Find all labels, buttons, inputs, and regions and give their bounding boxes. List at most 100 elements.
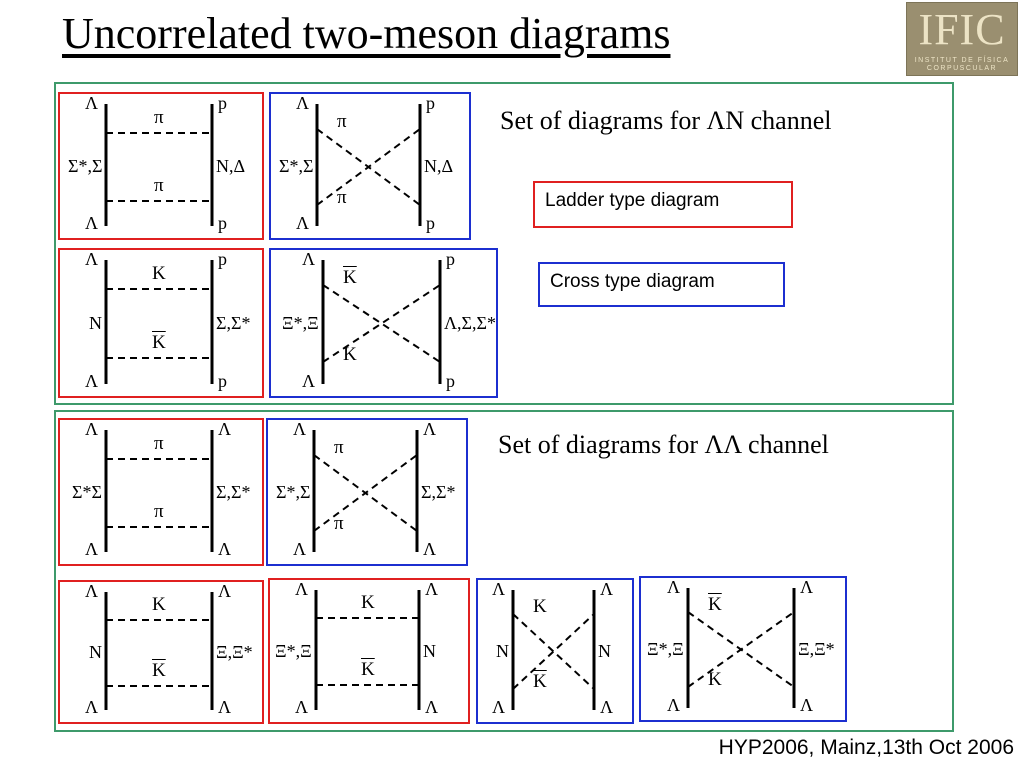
label-ml: Σ*,Σ — [68, 156, 103, 176]
label-br: Λ — [423, 539, 437, 559]
label-tl: Λ — [667, 577, 681, 597]
label-bl: Λ — [85, 213, 99, 233]
diagram-lines — [314, 590, 421, 710]
label-br: Λ — [600, 697, 614, 717]
label-bl: Λ — [296, 213, 310, 233]
label-e1: π — [154, 433, 164, 454]
diagram-lines — [315, 104, 422, 226]
label-e2: π — [334, 513, 344, 534]
label-mr: Σ,Σ* — [216, 313, 251, 333]
label-bl: Λ — [85, 697, 99, 717]
label-bl: Λ — [295, 697, 309, 717]
meson-line-cross-a — [322, 284, 441, 363]
diagram-lines — [321, 260, 442, 384]
label-tr: Λ — [218, 419, 232, 439]
label-ml: Σ*Σ — [72, 482, 102, 502]
label-ml: Ξ*,Ξ — [282, 313, 319, 333]
label-mr: Σ,Σ* — [421, 482, 456, 502]
diagram-lines — [104, 430, 214, 552]
label-tl: Λ — [85, 581, 99, 601]
logo-sub-text: INSTITUT DE FÍSICA CORPUSCULAR — [914, 57, 1010, 72]
label-e1: K — [533, 596, 547, 617]
label-bl: Λ — [302, 371, 316, 391]
label-tr: p — [218, 93, 227, 113]
label-mr: N,Δ — [216, 156, 246, 176]
label-mr: N,Δ — [424, 156, 454, 176]
label-tl: Λ — [85, 249, 99, 269]
label-tr: Λ — [218, 581, 232, 601]
label-mr: Λ,Σ,Σ* — [444, 313, 497, 333]
label-e1: π — [334, 437, 344, 458]
label-mr: N — [598, 641, 611, 661]
label-e1: K — [152, 594, 166, 615]
label-tr: Λ — [800, 577, 814, 597]
label-e1: K — [152, 263, 166, 284]
label-ml: Σ*,Σ — [279, 156, 314, 176]
label-e2: π — [154, 501, 164, 522]
label-e1: K — [343, 267, 357, 288]
label-tl: Λ — [296, 93, 310, 113]
label-e1: K — [361, 592, 375, 613]
label-bl: Λ — [293, 539, 307, 559]
meson-line-cross-b — [512, 613, 595, 690]
label-bl: Λ — [667, 695, 681, 715]
label-tr: p — [446, 249, 455, 269]
label-bl: Λ — [85, 371, 99, 391]
panel-lambda-lambda — [54, 410, 954, 732]
heading-lambda-lambda: Set of diagrams for ΛΛ channel — [498, 430, 829, 459]
label-br: Λ — [425, 697, 439, 717]
label-br: p — [218, 213, 227, 233]
label-tr: Λ — [423, 419, 437, 439]
label-mr: N — [423, 641, 436, 661]
legend-ladder: Ladder type diagram — [533, 181, 793, 228]
page-title: Uncorrelated two-meson diagrams — [62, 9, 671, 58]
label-tl: Λ — [295, 579, 309, 599]
diagram-lines — [104, 260, 214, 384]
label-e2: π — [337, 187, 347, 208]
label-ml: Ξ*,Ξ — [647, 639, 684, 659]
label-tr: Λ — [425, 579, 439, 599]
label-tl: Λ — [302, 249, 316, 269]
label-mr: Ξ,Ξ* — [798, 639, 835, 659]
label-tr: p — [426, 93, 435, 113]
label-e2: K — [708, 669, 722, 690]
label-mr: Σ,Σ* — [216, 482, 251, 502]
label-tr: Λ — [600, 579, 614, 599]
diagram-lines — [511, 590, 596, 710]
panel-lambda-n — [54, 82, 954, 405]
label-tl: Λ — [492, 579, 506, 599]
ific-logo: IFIC INSTITUT DE FÍSICA CORPUSCULAR — [906, 2, 1018, 76]
diagram-lines — [104, 592, 214, 710]
label-bl: Λ — [85, 539, 99, 559]
diagram-lines — [312, 430, 419, 552]
label-br: p — [218, 371, 227, 391]
label-br: Λ — [218, 697, 232, 717]
label-ml: Σ*,Σ — [276, 482, 311, 502]
label-tr: p — [218, 249, 227, 269]
meson-line-cross-b — [322, 284, 441, 363]
logo-main-text: IFIC — [918, 5, 1006, 54]
meson-line-cross-b — [313, 454, 418, 532]
label-e2: π — [154, 175, 164, 196]
label-tl: Λ — [293, 419, 307, 439]
label-bl: Λ — [492, 697, 506, 717]
label-e1: π — [337, 111, 347, 132]
diagram-lines — [104, 104, 214, 226]
meson-line-cross-b — [316, 128, 421, 206]
legend-cross: Cross type diagram — [538, 262, 785, 307]
label-ml: N — [89, 313, 102, 333]
label-e2: K — [152, 332, 166, 353]
diagram-lines — [686, 588, 796, 708]
label-e2: K — [343, 344, 357, 365]
label-e2: K — [533, 671, 547, 692]
label-tl: Λ — [85, 419, 99, 439]
label-mr: Ξ,Ξ* — [216, 642, 253, 662]
meson-line-cross-a — [512, 613, 595, 690]
